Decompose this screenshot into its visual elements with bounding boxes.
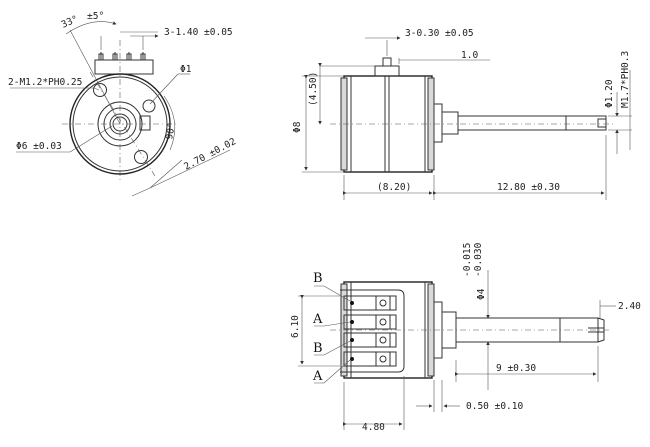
wire-label-3: B (313, 341, 323, 356)
side-shaft-dia-label: Φ1.20 (604, 79, 615, 108)
bottom-view: B A B A 6.10 Φ4 -0.015 -0.030 (290, 242, 641, 433)
front-pitch-label: 3-1.40 ±0.05 (164, 27, 233, 38)
side-body-dia-label: Φ8 (292, 121, 303, 133)
front-view: 33° ±5° 3-1.40 ±0.05 2-M1.2*PH0.25 Φ1 Φ6… (8, 11, 238, 197)
side-top-offset-label: 1.0 (461, 50, 478, 61)
side-half-height-label: (4.50) (308, 72, 319, 106)
wire-label-1: B (313, 271, 323, 286)
front-hole-dia-label: Φ1 (180, 64, 192, 75)
front-shaft-dia-label: Φ6 ±0.03 (16, 141, 62, 152)
front-offset-label: 2.70 ±0.02 (182, 136, 238, 173)
bottom-pin-span-label: 6.10 (290, 315, 301, 338)
front-angle-tolerance: ±5° (87, 11, 104, 22)
side-body-length-label: (8.20) (377, 182, 411, 193)
side-view: Φ8 (4.50) (8.20) 12.80 ±0.30 1.0 3-0.30 … (292, 28, 632, 200)
bottom-shaft-length-label: 9 ±0.30 (496, 363, 536, 374)
side-thread-label: M1.7*PH0.3 (620, 51, 631, 108)
bottom-flat-label: 2.40 (618, 301, 641, 312)
bottom-flange-label: 0.50 ±0.10 (466, 401, 523, 412)
front-right-angle-label: 90° (164, 122, 178, 141)
front-angle-label: 33° (60, 14, 80, 31)
side-pin-label: 3-0.30 ±0.05 (405, 28, 474, 39)
wire-label-4: A (312, 369, 323, 384)
bottom-shaft-dia-label: Φ4 (476, 288, 487, 300)
side-shaft-length-label: 12.80 ±0.30 (497, 182, 560, 193)
bottom-block-width-label: 4.80 (362, 422, 385, 433)
bottom-shaft-tol-upper: -0.015 (462, 243, 473, 277)
front-thread-label: 2-M1.2*PH0.25 (8, 77, 82, 88)
bottom-shaft-tol-lower: -0.030 (473, 242, 484, 277)
wire-label-2: A (312, 312, 323, 327)
